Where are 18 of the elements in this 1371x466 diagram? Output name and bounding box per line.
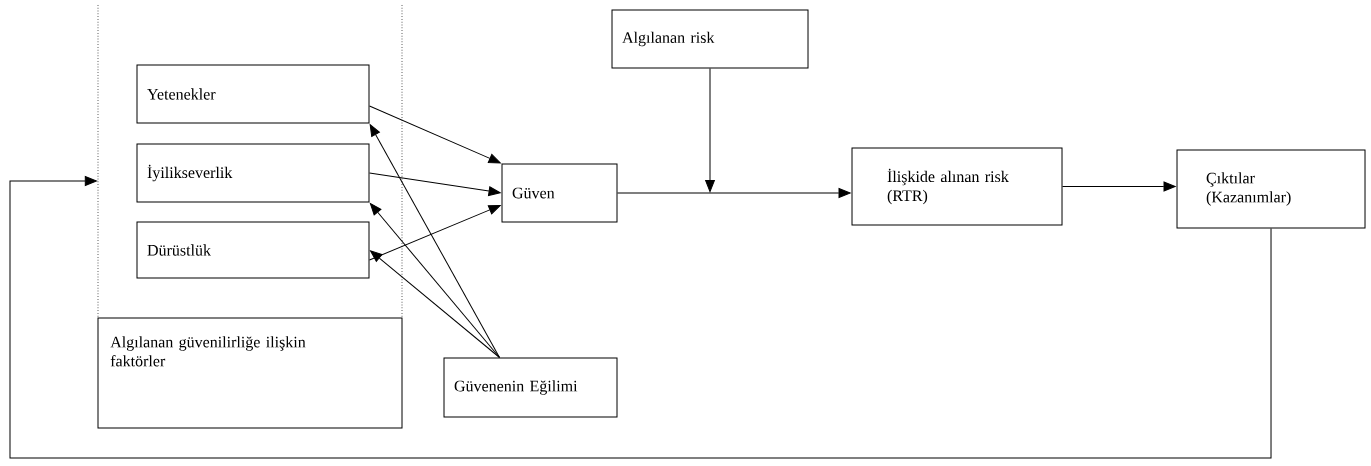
arrow bbox=[705, 68, 715, 193]
process-box: Çıktılar (Kazanımlar) bbox=[1176, 149, 1366, 229]
process-box: Dürüstlük bbox=[136, 221, 370, 279]
arrow bbox=[369, 105, 501, 164]
arrow bbox=[369, 205, 501, 261]
process-box: İlişkide alınan risk (RTR) bbox=[851, 147, 1063, 226]
process-box: Güven bbox=[501, 163, 618, 223]
process-box: İyilikseverlik bbox=[136, 143, 370, 203]
arrow bbox=[9, 176, 1272, 459]
process-box: Güvenenin Eğilimi bbox=[443, 357, 618, 418]
arrow bbox=[369, 124, 500, 358]
process-box: Algılanan risk bbox=[611, 9, 809, 69]
arrow bbox=[369, 203, 500, 358]
arrow bbox=[617, 188, 851, 198]
arrow bbox=[1062, 181, 1176, 192]
arrow bbox=[370, 250, 500, 358]
process-box: Yetenekler bbox=[136, 64, 370, 124]
arrow bbox=[369, 172, 501, 196]
